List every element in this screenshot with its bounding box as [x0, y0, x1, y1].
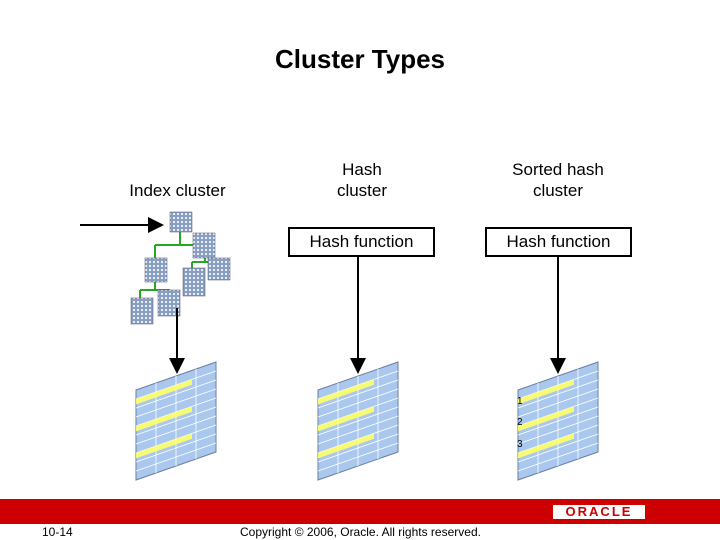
clustered-row-band	[136, 379, 192, 405]
hash-cluster-label-line2: cluster	[336, 181, 388, 200]
clustered-row-band	[518, 379, 574, 405]
sorted-hash-function-box: Hash function	[485, 227, 632, 257]
hash-cluster-label-line1: Hash	[342, 160, 382, 179]
sorted-hash-cluster-label-line2: cluster	[532, 181, 584, 200]
clustered-row-band	[318, 433, 374, 459]
root-block	[169, 211, 193, 233]
oracle-logo: ORACLE	[553, 505, 645, 519]
branch-block	[192, 232, 216, 259]
page-number: 10-14	[42, 525, 73, 539]
hash-function-box: Hash function	[288, 227, 435, 257]
leaf-block	[157, 289, 181, 317]
index-cluster-table	[135, 361, 217, 481]
copyright-text: Copyright © 2006, Oracle. All rights res…	[240, 525, 481, 539]
leaf-block	[182, 267, 206, 297]
sorted-hash-cluster-label: Sorted hash cluster	[488, 159, 628, 201]
sorted-cluster-table	[517, 361, 599, 481]
clustered-row-band	[136, 433, 192, 459]
sorted-row-number-3: 3	[517, 439, 523, 450]
hash-cluster-table	[317, 361, 399, 481]
sorted-hash-cluster-label-line1: Sorted hash	[512, 160, 604, 179]
index-tree	[80, 211, 231, 374]
clustered-row-band	[518, 433, 574, 459]
branch-block	[144, 257, 168, 283]
branch-block	[207, 257, 231, 281]
clustered-row-band	[318, 406, 374, 432]
tree-branches	[139, 232, 219, 298]
index-cluster-label: Index cluster	[129, 181, 226, 200]
clustered-row-band	[518, 406, 574, 432]
leaf-block	[130, 297, 154, 325]
slide-title: Cluster Types	[274, 44, 445, 74]
clustered-row-band	[318, 379, 374, 405]
sorted-row-number-1: 1	[517, 396, 523, 407]
hash-cluster-label: Hash cluster	[302, 159, 422, 201]
clustered-row-band	[136, 406, 192, 432]
sorted-row-number-2: 2	[517, 417, 523, 428]
